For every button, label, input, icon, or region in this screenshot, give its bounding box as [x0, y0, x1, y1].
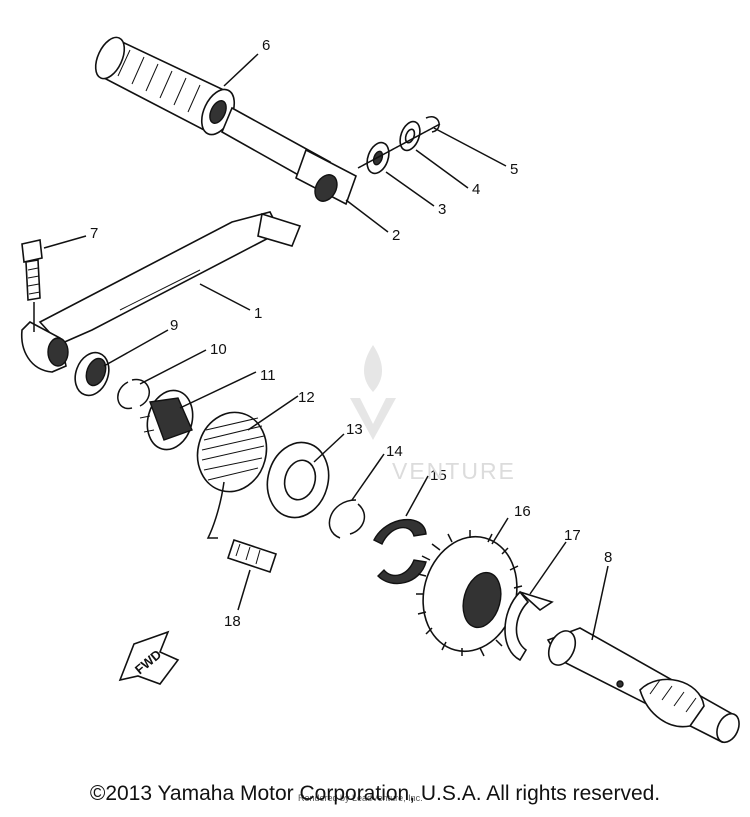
part-4-plain-washer [399, 120, 421, 152]
callout-7: 7 [90, 225, 98, 242]
callout-13: 13 [346, 421, 363, 438]
part-18-pin [226, 538, 278, 574]
part-10-circlip [117, 378, 150, 410]
part-kick-shaft-arm [220, 106, 357, 206]
part-9-oil-seal [74, 351, 110, 397]
callout-1: 1 [254, 305, 262, 322]
watermark-logo-icon [350, 345, 396, 440]
callout-11: 11 [260, 367, 276, 384]
callout-labels: 6 5 4 3 2 7 1 9 10 11 12 13 14 15 16 17 … [90, 37, 612, 630]
callout-15: 15 [430, 467, 447, 484]
watermark-text: VENTURE [392, 458, 516, 484]
leader-lines [43, 53, 609, 641]
part-5-circlip [425, 116, 440, 133]
part-1-kick-crank [20, 211, 302, 373]
callout-18: 18 [224, 613, 241, 630]
part-15-clip [373, 518, 427, 585]
part-13-spring-guide [266, 441, 330, 519]
part-8-kick-axle [546, 627, 740, 744]
render-credit: Rendered by LeadVenture, Inc. [298, 793, 423, 803]
copyright-notice: ©2013 Yamaha Motor Corporation, U.S.A. A… [89, 782, 661, 805]
callout-17: 17 [564, 527, 581, 544]
callout-5: 5 [510, 161, 518, 178]
part-12-kick-spring [196, 411, 268, 539]
callout-14: 14 [386, 443, 403, 460]
callout-12: 12 [298, 389, 315, 406]
callout-9: 9 [170, 317, 178, 334]
part-16-kick-gear [416, 530, 523, 657]
callout-16: 16 [514, 503, 531, 520]
part-11-ratchet [139, 389, 194, 451]
fwd-arrow-icon: FWD [118, 630, 180, 685]
part-7-bolt [21, 239, 43, 301]
callout-6: 6 [262, 37, 270, 54]
callout-4: 4 [472, 181, 480, 198]
part-14-circlip [328, 499, 366, 539]
callout-2: 2 [392, 227, 400, 244]
callout-3: 3 [438, 201, 446, 218]
part-17-clip [504, 590, 554, 662]
callout-10: 10 [210, 341, 227, 358]
part-6-kick-grip [94, 36, 236, 136]
callout-8: 8 [604, 549, 612, 566]
